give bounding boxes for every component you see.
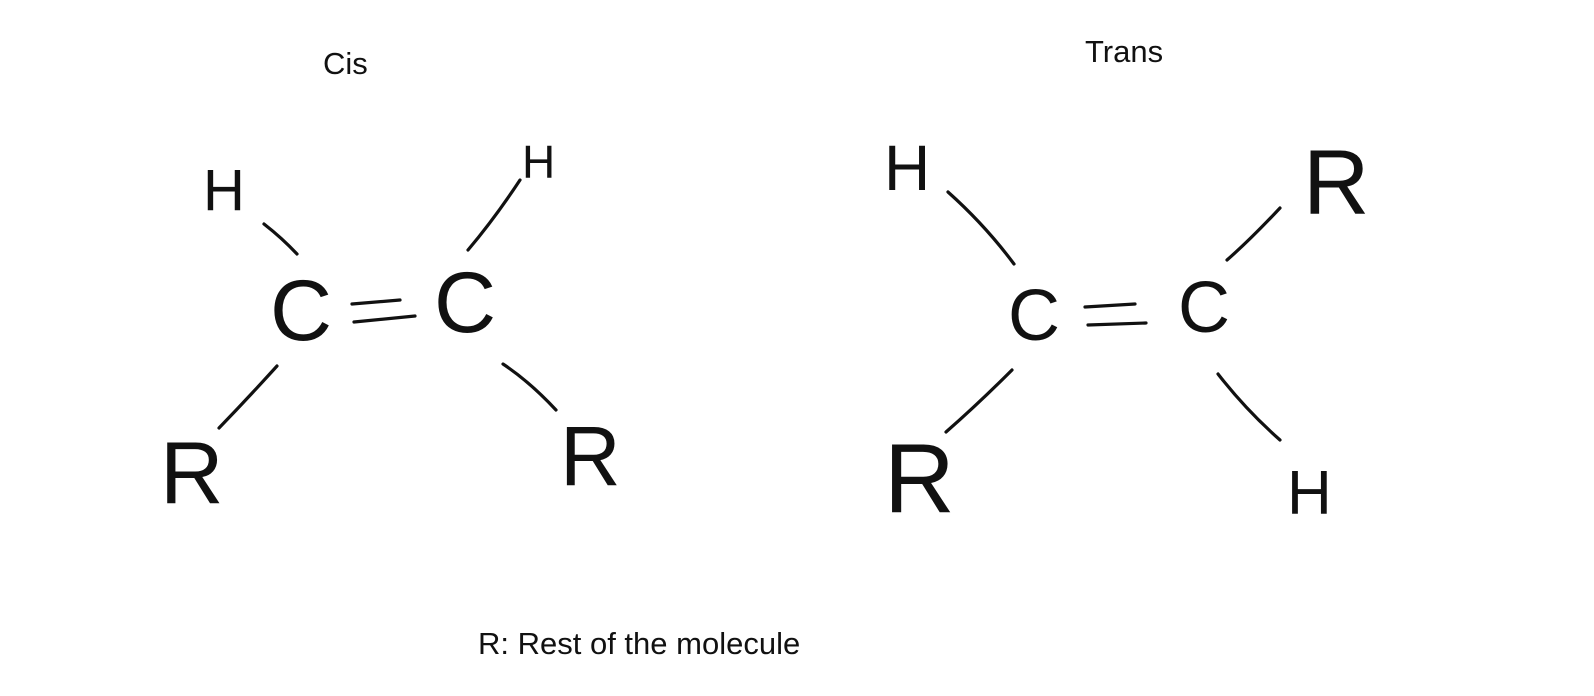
cis-bond-h-left	[262, 222, 299, 256]
cis-molecule: H H C C R R	[160, 136, 621, 522]
trans-atom-bottom-left: R	[884, 423, 955, 533]
cis-atom-top-left: H	[203, 158, 245, 223]
trans-atom-top-right: R	[1303, 132, 1369, 234]
r-group-legend: R: Rest of the molecule	[478, 626, 801, 661]
cis-title: Cis	[323, 46, 368, 81]
trans-atom-carbon-left: C	[1008, 276, 1060, 356]
trans-bond-h-right	[1216, 372, 1282, 442]
cis-atom-carbon-left: C	[270, 263, 332, 359]
cis-bond-h-right	[466, 178, 522, 252]
trans-title: Trans	[1085, 34, 1164, 69]
cis-atom-carbon-right: C	[434, 255, 496, 351]
cis-double-bond-upper	[350, 298, 402, 306]
cis-double-bond-lower	[352, 314, 417, 324]
cis-atom-bottom-left: R	[160, 423, 224, 522]
trans-atom-bottom-right: H	[1287, 459, 1332, 528]
cis-bond-r-right	[501, 362, 558, 412]
cis-bond-r-left	[217, 364, 279, 430]
trans-bond-h-left	[946, 190, 1016, 266]
trans-atom-carbon-right: C	[1178, 268, 1230, 348]
trans-atom-top-left: H	[884, 132, 930, 204]
cis-atom-bottom-right: R	[560, 409, 621, 503]
trans-double-bond-upper	[1083, 302, 1137, 309]
trans-bond-r-left	[944, 368, 1014, 434]
trans-bond-r-right	[1225, 206, 1282, 262]
trans-molecule: H R C C R H	[884, 132, 1369, 533]
cis-atom-top-right: H	[522, 136, 555, 188]
trans-double-bond-lower	[1086, 321, 1148, 327]
